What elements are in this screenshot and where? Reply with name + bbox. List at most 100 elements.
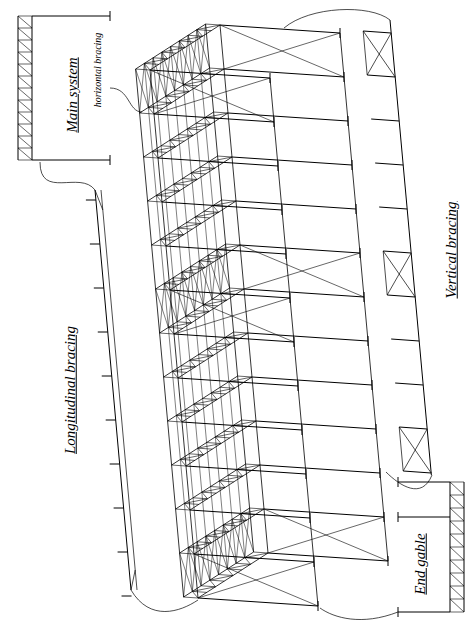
column	[236, 201, 356, 209]
wall-bracing	[240, 245, 364, 297]
truss-diagonal	[190, 356, 213, 361]
truss-diagonal	[191, 173, 197, 180]
truss-diagonal	[18, 136, 32, 148]
truss-diagonal	[213, 206, 219, 213]
truss-post	[228, 475, 242, 477]
truss-diagonal	[18, 148, 32, 160]
purlin	[171, 47, 219, 575]
truss-diagonal	[207, 349, 213, 356]
truss-diagonal	[201, 69, 224, 74]
brace-strut	[383, 251, 387, 295]
truss-diagonal	[450, 560, 464, 573]
truss-diagonal	[168, 323, 191, 328]
truss-post	[18, 136, 32, 137]
strut-tick	[106, 420, 116, 421]
roof-bracing	[175, 41, 180, 91]
truss-post	[18, 148, 32, 149]
column	[252, 377, 372, 385]
truss-diagonal	[176, 411, 199, 416]
truss-post	[189, 453, 203, 455]
truss-diagonal	[170, 140, 176, 147]
truss-diagonal	[450, 599, 464, 612]
wall-post	[395, 383, 423, 385]
truss-post	[177, 321, 191, 323]
roof-bracing	[148, 58, 153, 108]
roof-bracing	[203, 255, 208, 305]
truss-post	[450, 586, 464, 587]
vertical-bracing-wall	[363, 20, 431, 475]
truss-diagonal	[198, 444, 221, 449]
truss-post	[450, 560, 464, 561]
truss-diagonal	[202, 488, 225, 493]
truss-post	[164, 377, 178, 379]
purlin	[188, 35, 236, 563]
column	[398, 612, 450, 613]
wall-post	[383, 251, 411, 253]
truss-diagonal	[187, 129, 193, 136]
column	[268, 553, 388, 561]
strut-tick	[90, 244, 100, 245]
leader-curves	[40, 10, 432, 620]
truss-diagonal	[210, 580, 216, 587]
truss-diagonal	[18, 16, 32, 28]
truss-diagonal	[197, 25, 220, 30]
strut-tick	[114, 508, 124, 509]
truss-diagonal	[210, 576, 233, 581]
part-label: Main system	[64, 55, 81, 134]
main-hall	[136, 24, 388, 611]
truss-diagonal	[241, 509, 264, 514]
truss-diagonal	[18, 124, 32, 136]
truss-diagonal	[237, 470, 243, 477]
leader-curve	[40, 162, 95, 190]
column	[32, 16, 110, 17]
truss-post	[224, 431, 238, 433]
truss-diagonal	[225, 338, 231, 345]
truss-diagonal	[215, 432, 238, 437]
truss-post	[185, 409, 199, 411]
truss-diagonal	[166, 96, 172, 103]
column	[244, 289, 364, 297]
truss-diagonal	[450, 586, 464, 599]
truss-post	[180, 553, 194, 555]
wall-bracing	[150, 70, 274, 122]
column	[232, 157, 352, 165]
truss-post	[450, 547, 464, 548]
truss-post	[450, 521, 464, 522]
truss-diagonal	[221, 289, 244, 294]
truss-diagonal	[219, 481, 225, 488]
truss-post	[242, 420, 256, 422]
strut	[95, 190, 131, 590]
truss-diagonal	[229, 382, 235, 389]
wall-line	[390, 20, 431, 475]
truss-diagonal	[18, 112, 32, 124]
wall-post	[403, 471, 431, 473]
column	[264, 509, 384, 517]
truss-diagonal	[174, 180, 197, 185]
strut-tick	[110, 464, 120, 465]
truss-post	[195, 310, 209, 312]
truss-post	[181, 365, 195, 367]
truss-diagonal	[237, 465, 260, 470]
truss-diagonal	[170, 136, 193, 141]
truss-diagonal	[450, 547, 464, 560]
roof-bracing	[184, 547, 189, 597]
leader-curve	[131, 590, 198, 612]
truss-diagonal	[194, 404, 200, 411]
truss-post	[157, 101, 171, 103]
truss-diagonal	[18, 28, 32, 40]
cross-brace	[383, 251, 415, 297]
truss-post	[18, 100, 32, 101]
column	[240, 245, 360, 253]
strut-tick	[86, 200, 96, 201]
roof-bracing	[201, 536, 206, 586]
purlin	[162, 52, 210, 580]
truss-post	[153, 57, 167, 59]
column	[248, 333, 368, 341]
roof-bracing	[177, 272, 182, 322]
truss-post	[203, 398, 217, 400]
truss-post	[184, 597, 198, 599]
truss-diagonal	[227, 564, 250, 569]
truss-diagonal	[180, 455, 203, 460]
roof-bracing	[192, 542, 197, 592]
wall-bracing	[194, 554, 318, 606]
